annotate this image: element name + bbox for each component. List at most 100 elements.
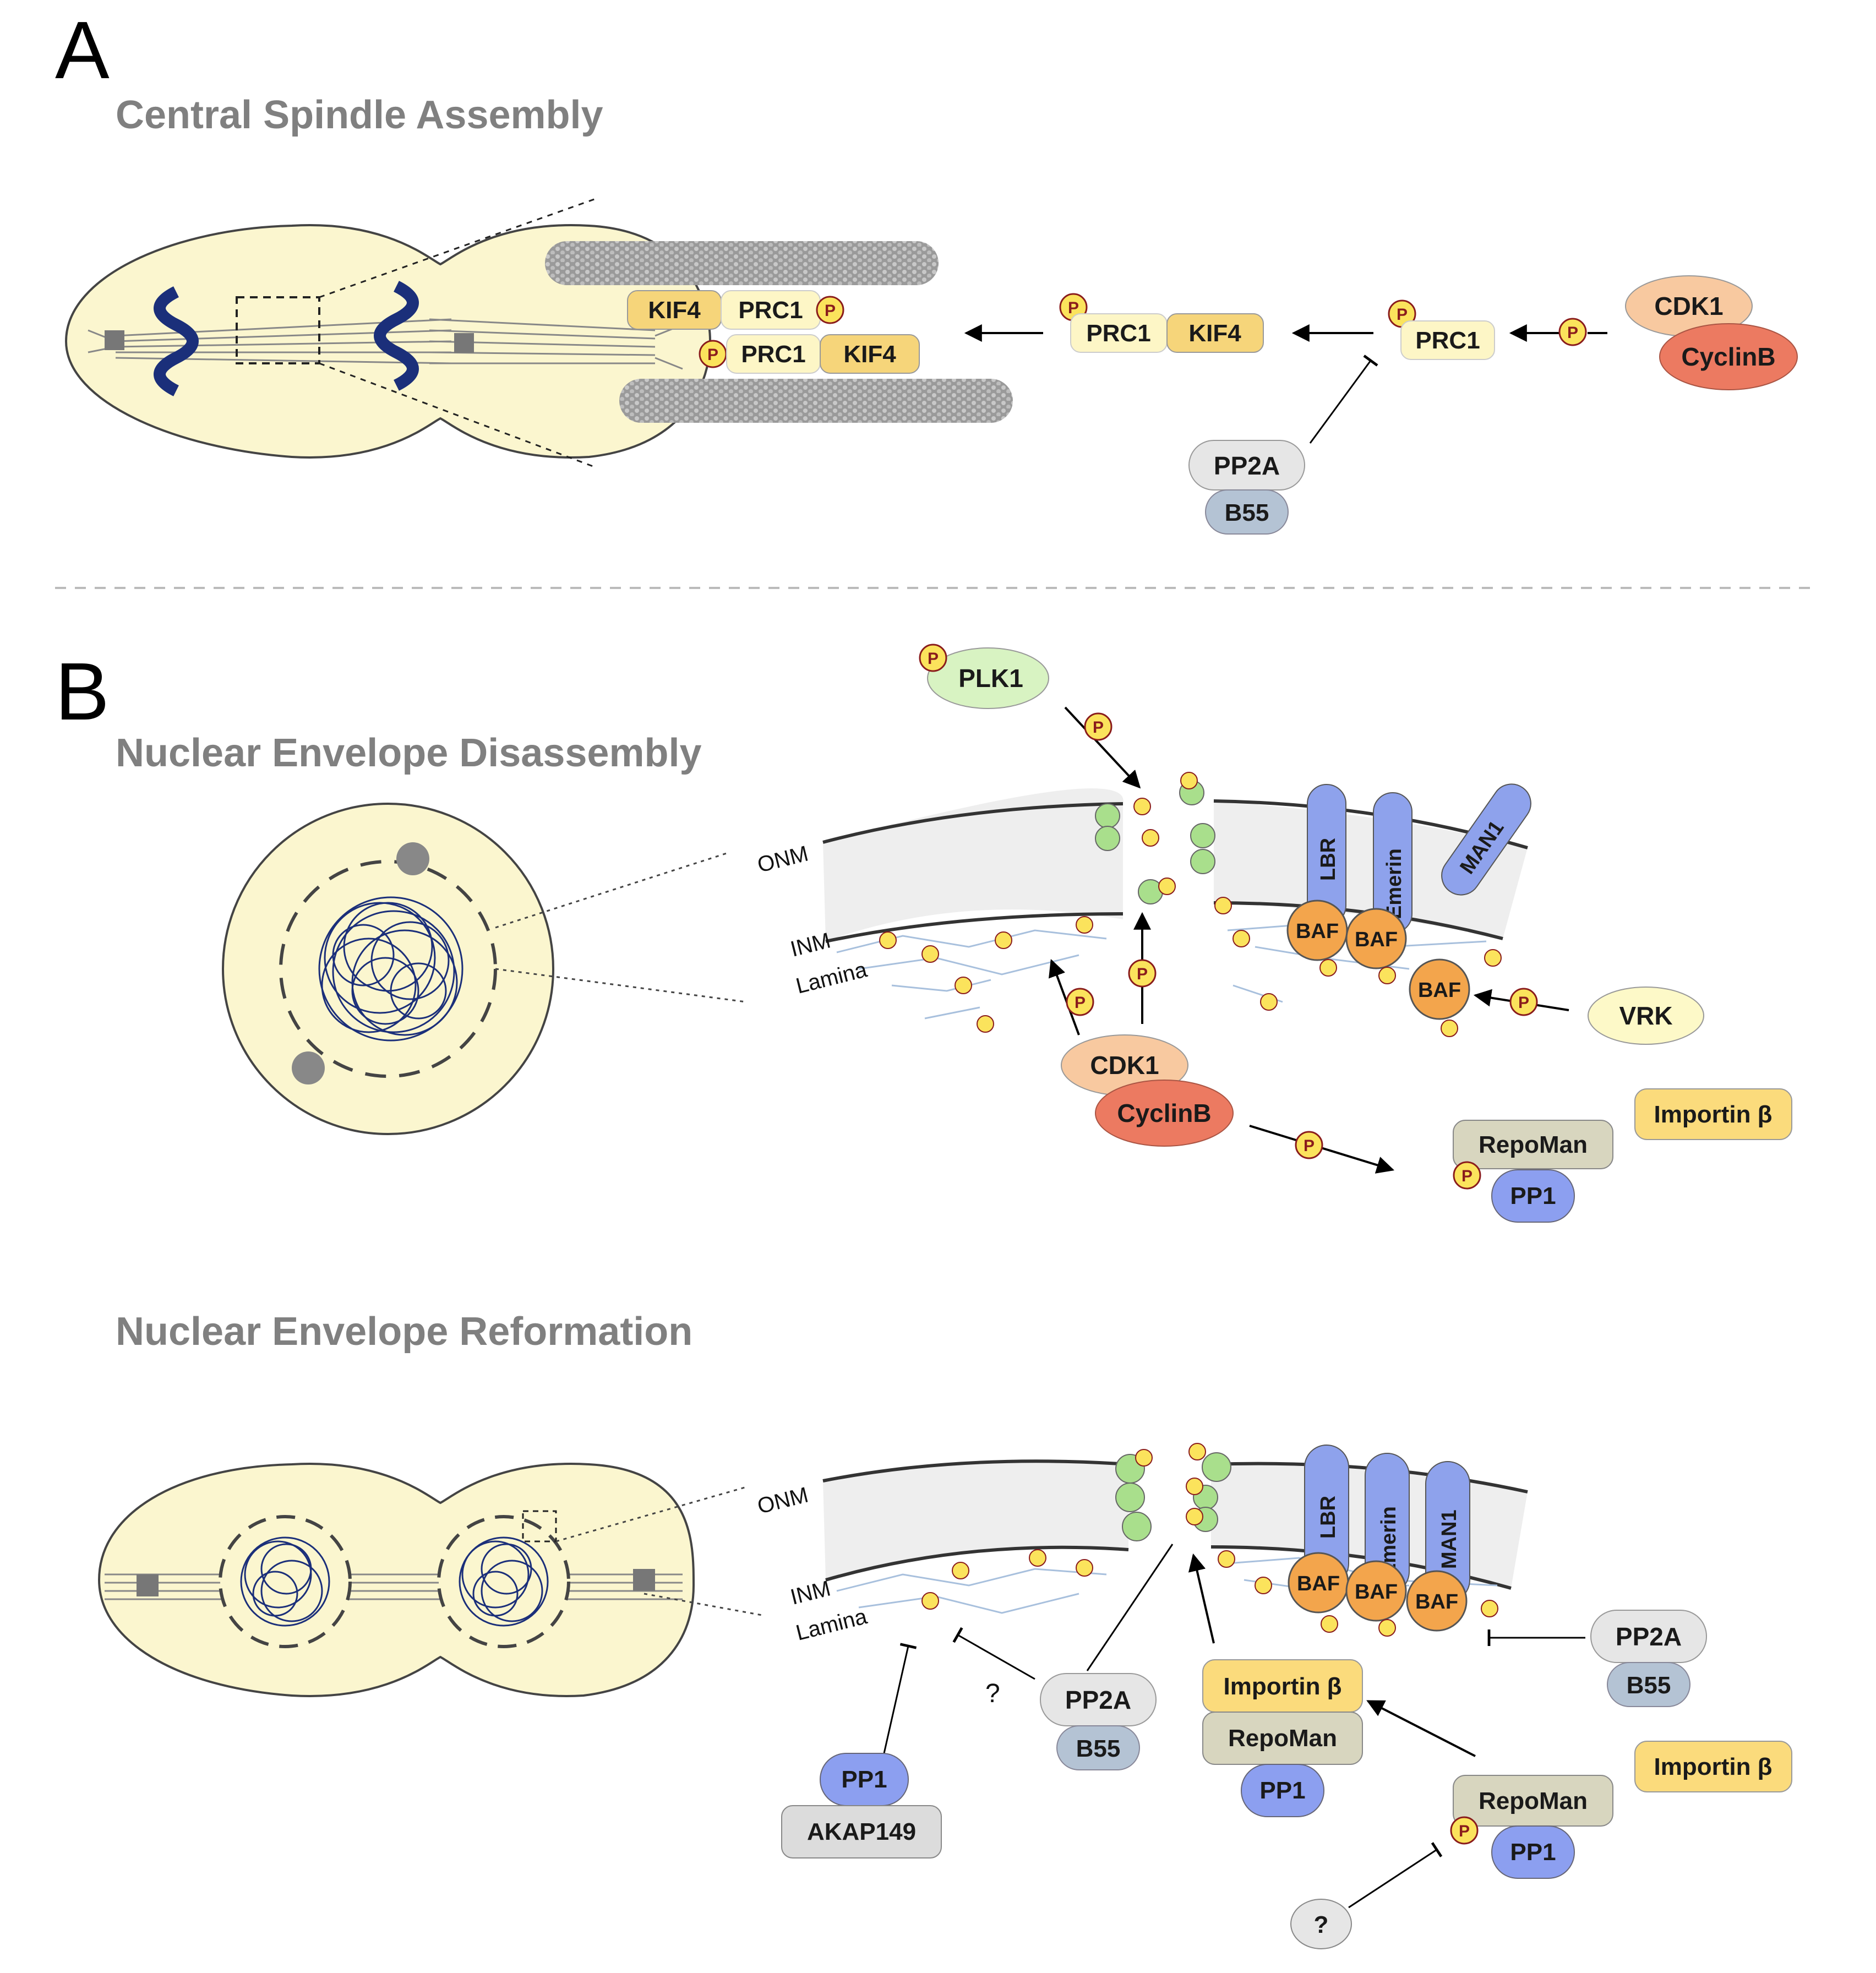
dividing-cell-a	[64, 224, 712, 459]
onm-label-bottom: ONM	[755, 1483, 811, 1518]
svg-text:P: P	[1304, 1137, 1315, 1155]
prc1-box-free: PRC1	[1070, 313, 1168, 353]
unknown-phosphatase: ?	[1290, 1899, 1352, 1949]
svg-text:AKAP149: AKAP149	[807, 1818, 916, 1845]
phospho-plk1-transfer: P	[1084, 712, 1112, 741]
lbr-bottom: LBR	[1304, 1445, 1349, 1586]
svg-text:BAF: BAF	[1355, 928, 1398, 951]
svg-text:B55: B55	[1076, 1735, 1121, 1762]
panel-a-letter: A	[55, 5, 110, 96]
question-mark-lamina: ?	[985, 1679, 1000, 1708]
svg-text:PP2A: PP2A	[1065, 1686, 1131, 1714]
svg-text:RepoMan: RepoMan	[1228, 1725, 1337, 1752]
svg-text:P: P	[707, 346, 718, 364]
b55-a: B55	[1205, 489, 1289, 535]
svg-text:LBR: LBR	[1317, 838, 1340, 881]
svg-text:PP2A: PP2A	[1616, 1622, 1682, 1651]
svg-text:PRC1: PRC1	[1086, 320, 1150, 347]
svg-text:PLK1: PLK1	[958, 664, 1023, 693]
svg-text:KIF4: KIF4	[1188, 320, 1241, 347]
kif4-box-top: KIF4	[627, 290, 722, 330]
phospho-vrk: P	[1509, 988, 1538, 1016]
importin-b2: Importin β	[1202, 1659, 1363, 1713]
emerin-top: Emerin	[1373, 792, 1413, 934]
pp1-b2: PP1	[1241, 1764, 1324, 1817]
svg-text:VRK: VRK	[1619, 1001, 1672, 1030]
svg-text:RepoMan: RepoMan	[1479, 1131, 1588, 1158]
round-cell	[222, 803, 554, 1135]
pp1-akap: PP1	[820, 1753, 909, 1806]
lamina-label-bottom: Lamina	[794, 1604, 870, 1645]
svg-text:P: P	[1075, 994, 1086, 1012]
panel-a-title: Central Spindle Assembly	[116, 93, 603, 137]
arrow-cdk1-to-lamina	[1048, 958, 1080, 1035]
b55-b2: B55	[1056, 1725, 1140, 1770]
onm-label-top: ONM	[755, 841, 811, 877]
prc1-box-top: PRC1	[721, 290, 821, 330]
svg-text:CyclinB: CyclinB	[1117, 1099, 1211, 1127]
phospho-plk1: P	[919, 644, 947, 672]
svg-text:Emerin: Emerin	[1383, 848, 1406, 919]
cdk1-a: CDK1	[1625, 275, 1753, 337]
svg-text:Importin β: Importin β	[1223, 1673, 1341, 1700]
svg-text:PP2A: PP2A	[1214, 451, 1280, 480]
svg-text:BAF: BAF	[1297, 1572, 1340, 1595]
pp2a-a: PP2A	[1188, 440, 1305, 490]
svg-text:Importin β: Importin β	[1654, 1101, 1772, 1128]
panel-b-letter: B	[55, 646, 110, 737]
svg-text:BAF: BAF	[1355, 1580, 1398, 1604]
svg-text:PRC1: PRC1	[741, 341, 805, 368]
nuclear-envelope-disassembly-title: Nuclear Envelope Disassembly	[116, 731, 702, 775]
inm-label-bottom: INM	[788, 1576, 833, 1609]
svg-text:P: P	[825, 302, 836, 320]
importin-b3: Importin β	[1634, 1741, 1792, 1792]
microtubule-bottom	[619, 379, 1013, 423]
phospho-cdk1-lamina: P	[1066, 988, 1094, 1016]
cyclinb-a: CyclinB	[1659, 323, 1798, 390]
svg-text:MAN1: MAN1	[1438, 1509, 1461, 1569]
cyclinb-b: CyclinB	[1095, 1080, 1234, 1147]
prc1-box-target: PRC1	[1400, 320, 1495, 360]
b55-b3: B55	[1607, 1662, 1690, 1707]
svg-text:PP1: PP1	[1510, 1182, 1556, 1209]
phospho-cdk1-pore: P	[1128, 959, 1157, 988]
arrow-repoman-complex	[1366, 1700, 1476, 1757]
svg-text:BAF: BAF	[1296, 920, 1339, 943]
lamina-label-top: Lamina	[794, 957, 870, 999]
repoman-b1: RepoMan	[1453, 1120, 1613, 1169]
svg-text:RepoMan: RepoMan	[1479, 1787, 1588, 1814]
akap149: AKAP149	[781, 1805, 942, 1858]
dividing-cell-b	[97, 1463, 695, 1697]
svg-text:P: P	[1068, 299, 1079, 317]
nuclear-envelope-reformation-title: Nuclear Envelope Reformation	[116, 1310, 692, 1354]
svg-text:PP1: PP1	[1510, 1839, 1556, 1866]
svg-text:?: ?	[1314, 1911, 1329, 1938]
baf-bottom-1: BAF	[1288, 1552, 1349, 1614]
baf-bottom-2: BAF	[1345, 1560, 1407, 1622]
svg-text:P: P	[1518, 994, 1529, 1012]
svg-text:KIF4: KIF4	[648, 297, 701, 324]
phospho-repoman-b3: P	[1450, 1816, 1479, 1845]
kif4-box-free: KIF4	[1166, 313, 1264, 353]
phospho-transfer-a: P	[1558, 318, 1587, 346]
svg-text:CDK1: CDK1	[1654, 292, 1723, 320]
svg-text:PRC1: PRC1	[1415, 327, 1480, 354]
phospho-repoman-b1: P	[1453, 1161, 1481, 1190]
inm-label-top: INM	[788, 928, 833, 961]
prc1-box-bottom: PRC1	[726, 334, 821, 374]
svg-text:CyclinB: CyclinB	[1681, 342, 1775, 371]
pp1-b3: PP1	[1491, 1825, 1575, 1879]
phospho-prc1-top: P	[816, 296, 844, 324]
svg-text:P: P	[1567, 324, 1578, 342]
svg-text:P: P	[928, 650, 939, 668]
baf-top-1: BAF	[1286, 900, 1348, 961]
plk1: PLK1	[927, 647, 1049, 709]
svg-text:Importin β: Importin β	[1654, 1753, 1772, 1780]
svg-text:P: P	[1397, 306, 1408, 324]
baf-top-3: BAF	[1409, 958, 1470, 1020]
svg-text:P: P	[1461, 1167, 1473, 1185]
kif4-box-bottom: KIF4	[820, 334, 920, 374]
repoman-b3: RepoMan	[1453, 1775, 1613, 1827]
phospho-markers-bottom	[921, 1443, 1498, 1637]
